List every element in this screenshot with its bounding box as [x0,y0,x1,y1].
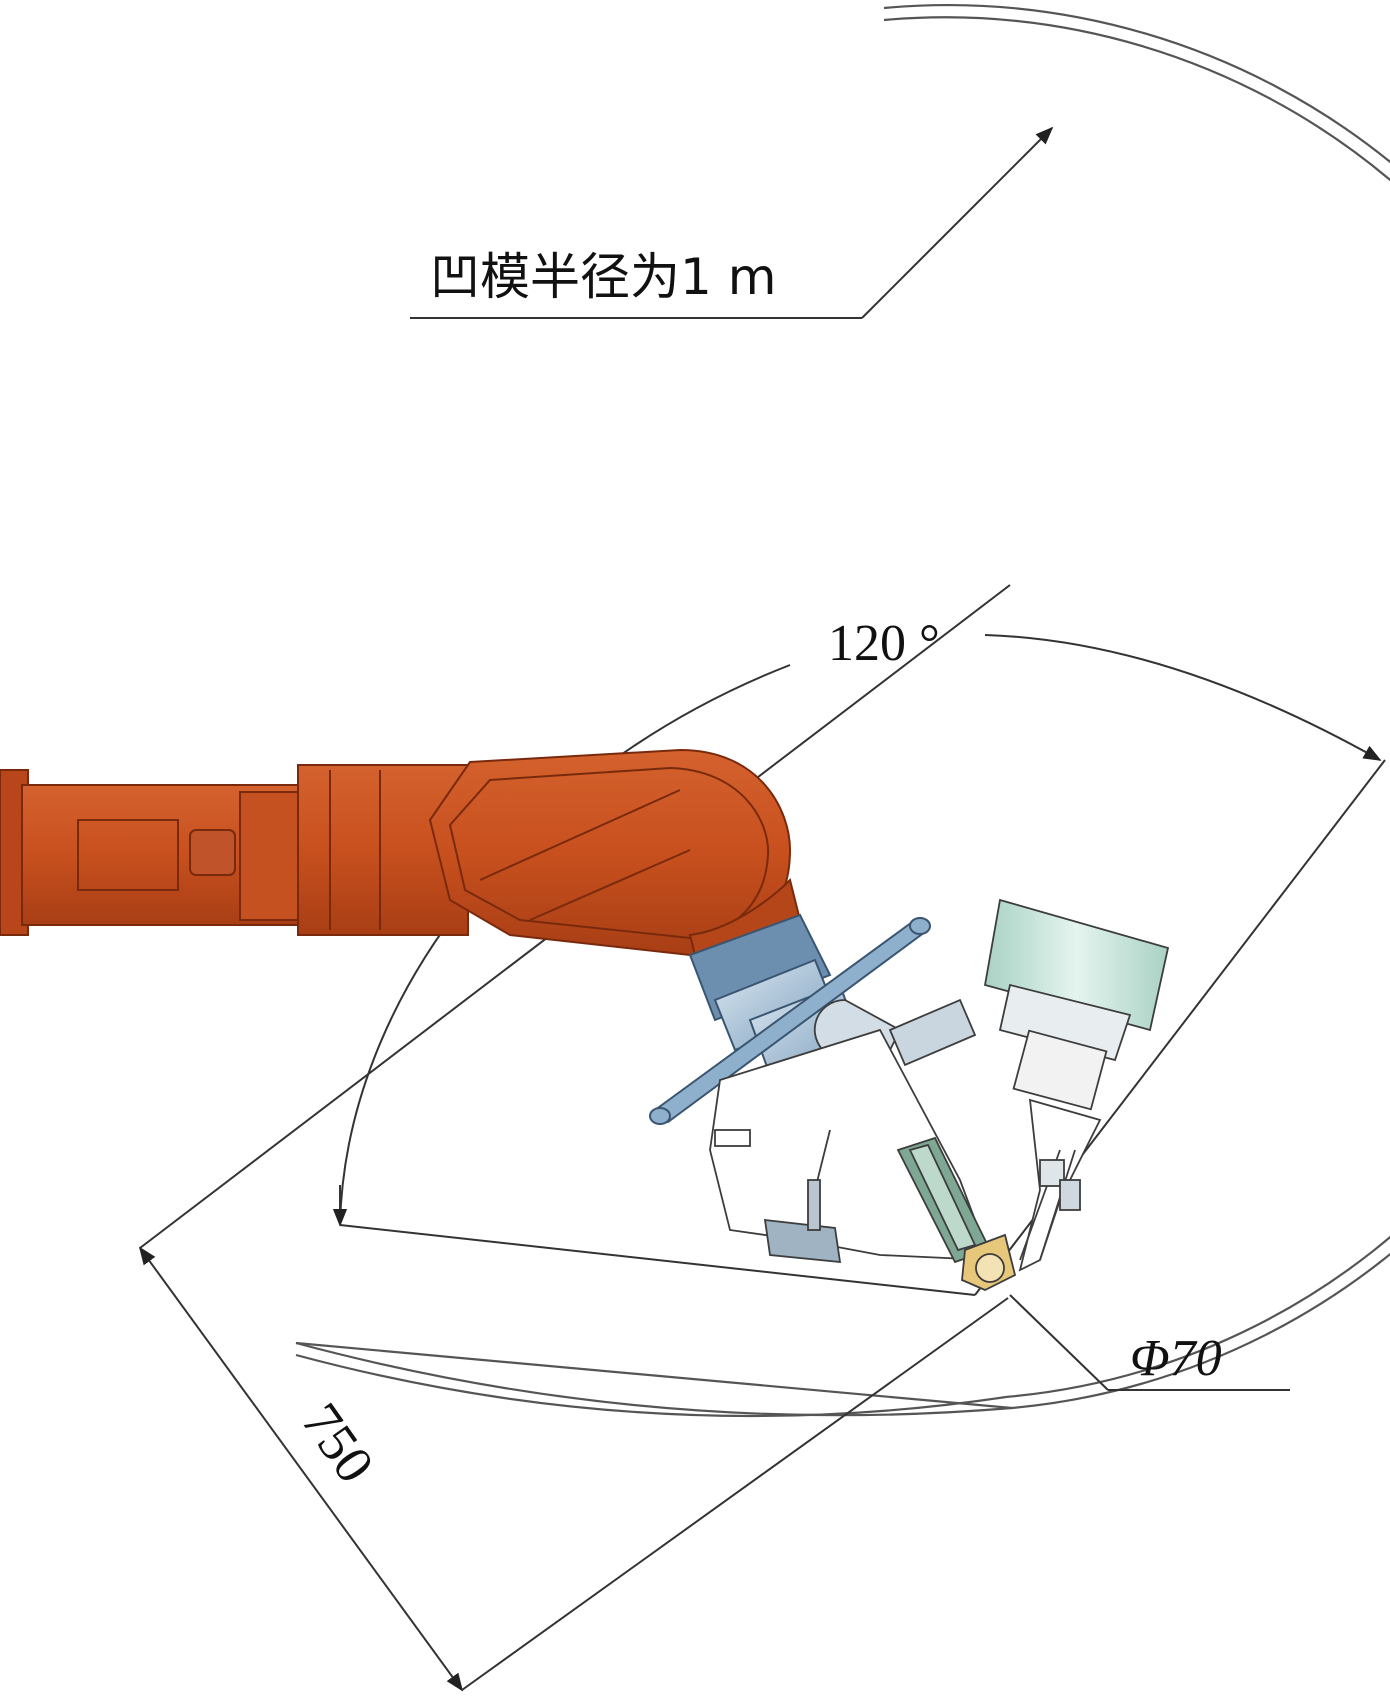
end-effector-icon [709,898,1170,1291]
die-radius-leader [410,126,1054,319]
angle-label: 120 ° [828,615,940,672]
diameter-label: Φ70 [1130,1330,1222,1387]
length-label: 750 [290,1392,386,1493]
robot-arm-icon [0,748,802,977]
diameter-leader [1009,1294,1290,1391]
die-radius-label: 凹模半径为1 m [430,248,776,306]
